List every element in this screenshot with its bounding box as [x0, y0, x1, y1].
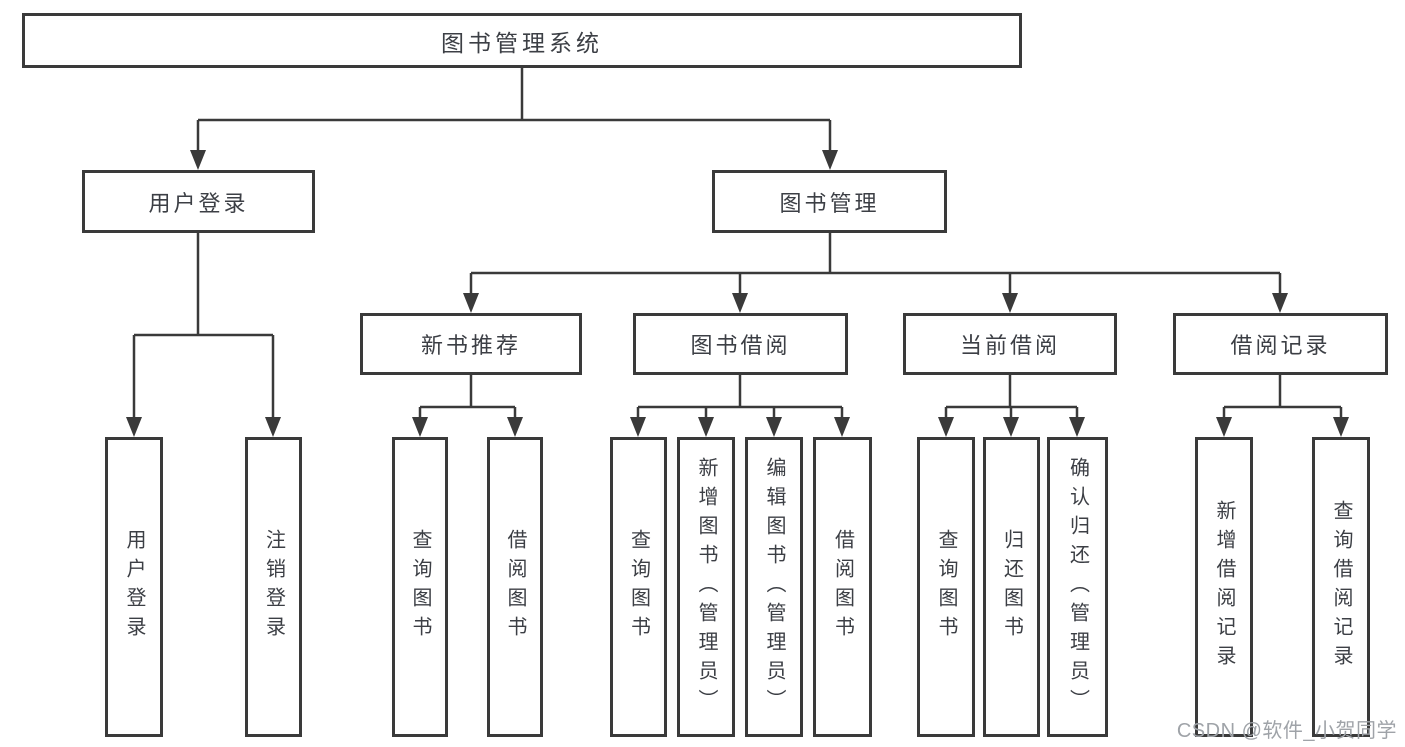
node-label: 归还图书	[1000, 529, 1023, 645]
node-label: 用户登录	[148, 190, 249, 216]
node-label: 图书管理系统	[441, 29, 603, 56]
diagram-node-logout: 注销登录	[245, 437, 302, 737]
node-label: 借阅图书	[831, 529, 854, 645]
node-label: 当前借阅	[959, 333, 1060, 358]
node-label: 图书管理	[779, 190, 880, 216]
node-label: 查询借阅记录	[1330, 500, 1352, 674]
diagram-node-query-borrowing-record: 查询借阅记录	[1312, 437, 1370, 737]
node-label: 用户登录	[123, 529, 145, 645]
node-label: 新书推荐	[420, 333, 521, 358]
diagram-node-return-book: 归还图书	[983, 437, 1040, 737]
node-label: 查询图书	[935, 529, 957, 645]
diagram-node-user-login-leaf: 用户登录	[105, 437, 163, 737]
diagram-node-confirm-return-admin: 确认归还（管理员）	[1047, 437, 1108, 737]
diagram-node-book-borrowing: 图书借阅	[633, 313, 848, 375]
node-label: 借阅记录	[1230, 333, 1331, 358]
diagram-node-add-borrowing-record: 新增借阅记录	[1195, 437, 1253, 737]
node-label: 借阅图书	[504, 529, 526, 645]
diagram-node-new-book-recommendation: 新书推荐	[360, 313, 582, 375]
diagram-node-add-book-admin: 新增图书（管理员）	[677, 437, 735, 737]
node-label: 新增图书（管理员）	[695, 456, 717, 718]
diagram-node-query-books-recommend: 查询图书	[392, 437, 448, 737]
diagram-node-book-management: 图书管理	[712, 170, 947, 233]
watermark: CSDN @软件_小贺同学	[1176, 720, 1397, 742]
node-label: 查询图书	[627, 529, 650, 645]
node-label: 注销登录	[262, 529, 285, 645]
diagram-node-borrowing-records: 借阅记录	[1173, 313, 1388, 375]
diagram-node-borrow-books-recommend: 借阅图书	[487, 437, 543, 737]
node-label: 查询图书	[409, 529, 431, 645]
diagram-node-current-borrowing: 当前借阅	[903, 313, 1117, 375]
diagram-node-query-books-current: 查询图书	[917, 437, 975, 737]
diagram-node-edit-book-admin: 编辑图书（管理员）	[745, 437, 803, 737]
diagram-node-borrow-books-borrowing: 借阅图书	[813, 437, 872, 737]
diagram-node-library-system: 图书管理系统	[22, 13, 1022, 68]
node-label: 编辑图书（管理员）	[763, 456, 785, 718]
diagram-node-user-login: 用户登录	[82, 170, 315, 233]
node-label: 新增借阅记录	[1213, 500, 1235, 674]
node-label: 确认归还（管理员）	[1066, 456, 1089, 718]
arrowheads	[126, 150, 1349, 437]
node-label: 图书借阅	[690, 333, 791, 358]
diagram-node-query-books-borrowing: 查询图书	[610, 437, 667, 737]
